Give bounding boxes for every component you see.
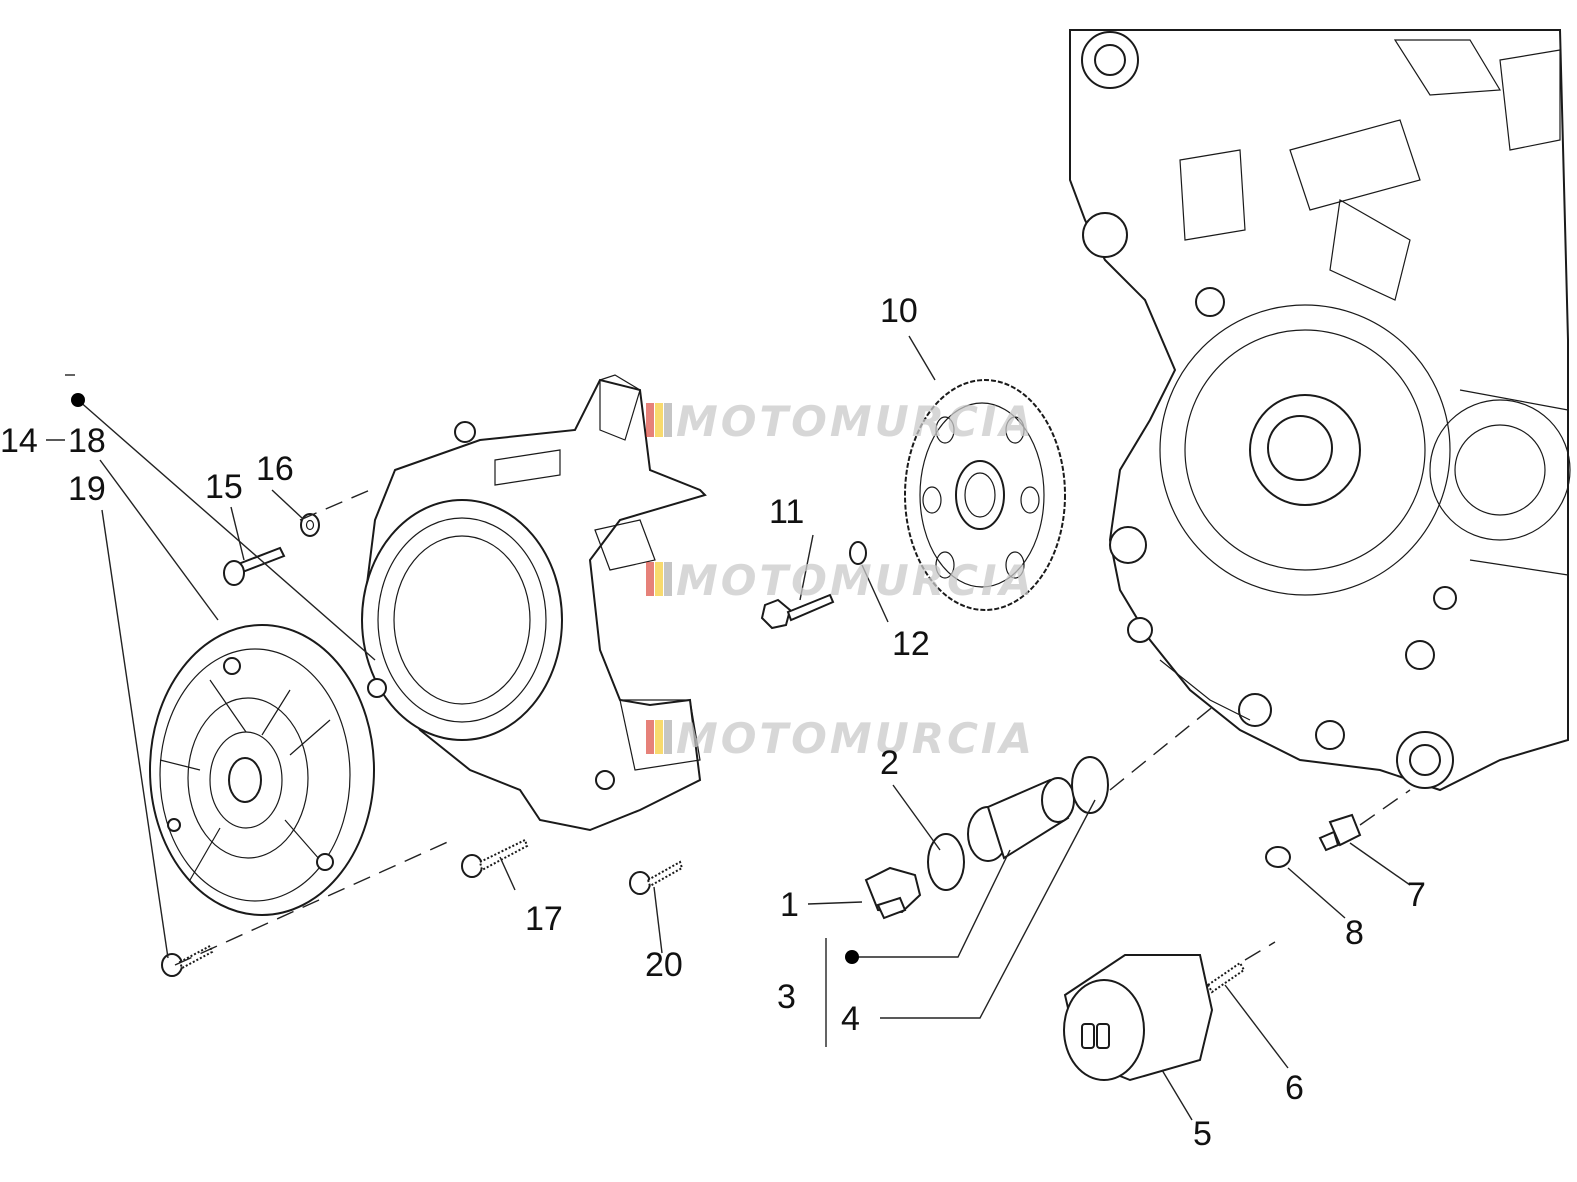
watermark-middle: MOTOMURCIA	[646, 556, 1035, 605]
callout-7: 7	[1407, 876, 1426, 914]
callout-2: 2	[880, 744, 899, 782]
kit-bullet-3	[845, 950, 859, 964]
callout-19: 19	[68, 470, 106, 508]
callout-3: 3	[777, 978, 796, 1016]
callout-12: 12	[892, 625, 930, 663]
screw-17	[461, 838, 529, 878]
drain-plug-1	[864, 866, 922, 920]
callout-17: 17	[525, 900, 563, 938]
bolt-11	[760, 593, 835, 630]
watermark-top: MOTOMURCIA	[646, 397, 1035, 446]
callout-18: 18	[68, 422, 106, 460]
callout-11: 11	[769, 493, 804, 531]
washer-12	[849, 541, 867, 565]
fan-cover	[149, 624, 375, 916]
svg-text:MOTOMURCIA: MOTOMURCIA	[676, 397, 1035, 446]
oil-filter-5	[1063, 954, 1214, 1082]
callout-20: 20	[645, 946, 683, 984]
o-ring-4	[1071, 756, 1109, 814]
callout-6: 6	[1285, 1069, 1304, 1107]
kit-bullet-14	[71, 393, 85, 407]
callout-10: 10	[880, 292, 918, 330]
svg-text:MOTOMURCIA: MOTOMURCIA	[676, 714, 1035, 763]
watermark-bottom: MOTOMURCIA	[646, 714, 1035, 763]
callout-labels: 14 18 19 15 16 10 11 12 2 1 3 4 17 20 5 …	[0, 292, 1426, 1153]
oil-strainer-3	[967, 777, 1075, 862]
callout-4: 4	[841, 1000, 860, 1038]
clamp-8	[1265, 846, 1291, 868]
screw-19	[161, 944, 214, 977]
washer-16	[300, 513, 320, 537]
starter-gear	[904, 379, 1066, 611]
stud-6	[1206, 961, 1246, 994]
leader-lines	[46, 335, 1411, 1121]
callout-14: 14	[0, 422, 38, 460]
svg-text:MOTOMURCIA: MOTOMURCIA	[676, 556, 1035, 605]
callout-1: 1	[780, 886, 799, 924]
callout-5: 5	[1193, 1115, 1212, 1153]
callout-16: 16	[256, 450, 294, 488]
bolt-15	[223, 546, 286, 586]
oil-pressure-sensor-7	[1318, 813, 1362, 852]
callout-8: 8	[1345, 914, 1364, 952]
o-ring-2	[927, 833, 965, 891]
flywheel-cover-housing	[361, 374, 707, 832]
callout-15: 15	[205, 468, 243, 506]
engine-crankcase	[1069, 29, 1571, 792]
screw-20	[629, 860, 684, 895]
